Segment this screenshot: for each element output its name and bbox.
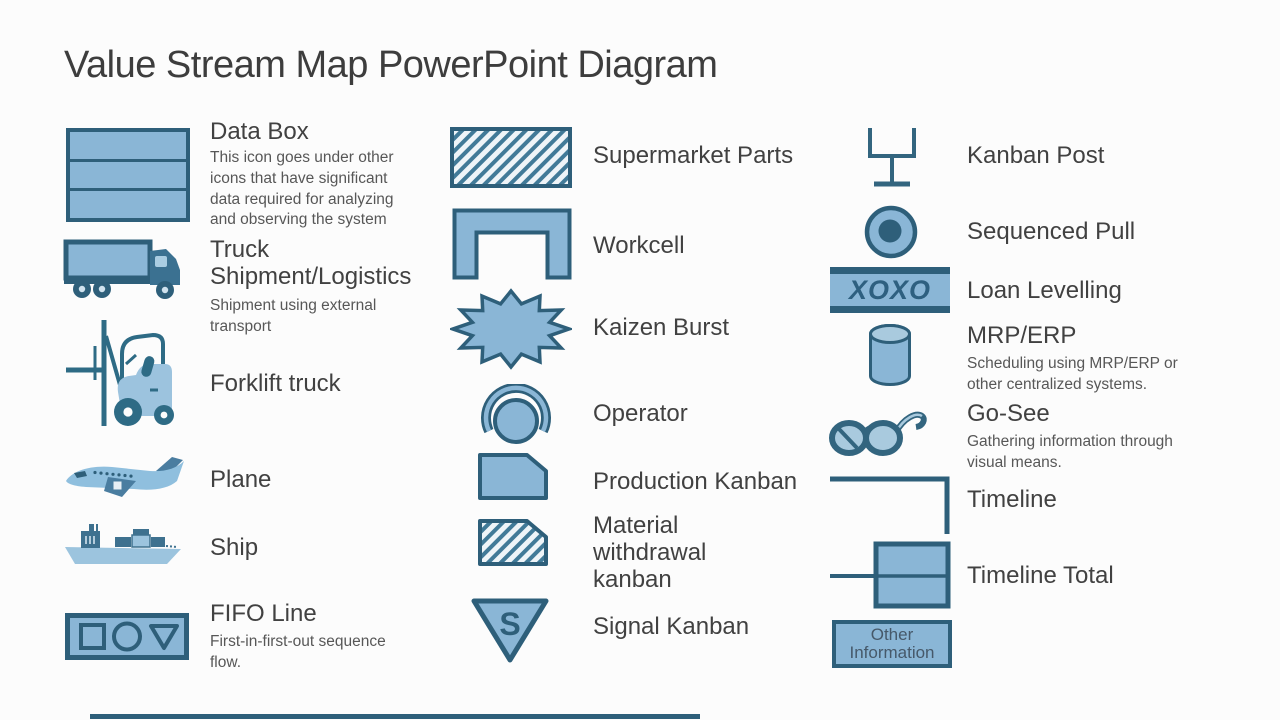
legend-label-loan-levelling: Loan Levelling (967, 277, 1122, 304)
loan-levelling-glyph: XOXO (848, 274, 932, 305)
ship-icon (63, 522, 183, 566)
sequenced-pull-icon (864, 205, 918, 259)
legend-desc-fifo: First-in-first-out sequence flow. (210, 633, 386, 671)
page-title: Value Stream Map PowerPoint Diagram (64, 44, 718, 86)
plane-icon (64, 455, 186, 501)
legend-desc-mrp-erp: Scheduling using MRP/ERP or other centra… (967, 355, 1178, 393)
legend-desc-truck: Shipment using external transport (210, 297, 377, 335)
forklift-icon (66, 318, 188, 430)
legend-label-operator: Operator (593, 400, 688, 427)
legend-label-kaizen: Kaizen Burst (593, 314, 730, 341)
legend-label-material-kanban: Material withdrawal kanban (593, 512, 707, 594)
legend-label-data-box: Data Box (210, 118, 309, 145)
supermarket-parts-icon (450, 127, 572, 188)
loan-levelling-icon: XOXO (830, 267, 950, 313)
legend-label-fifo: FIFO Line (210, 600, 317, 627)
fifo-line-icon (65, 613, 189, 660)
data-box-icon (66, 128, 190, 222)
legend-label-timeline-total: Timeline Total (967, 562, 1114, 589)
legend-label-go-see: Go-See (967, 400, 1050, 427)
legend-label-signal-kanban: Signal Kanban (593, 613, 750, 640)
legend-label-supermarket: Supermarket Parts (593, 142, 794, 169)
kaizen-burst-icon (450, 288, 572, 370)
mrp-erp-cylinder-icon (867, 323, 913, 387)
legend-label-timeline: Timeline (967, 486, 1057, 513)
legend-label-workcell: Workcell (593, 232, 685, 259)
workcell-icon (452, 208, 572, 280)
legend-desc-go-see: Gathering information through visual mea… (967, 433, 1173, 471)
operator-icon (480, 384, 552, 446)
legend-label-truck: Truck Shipment/Logistics (210, 236, 412, 291)
timeline-total-icon (830, 541, 952, 609)
footer-accent-bar (90, 714, 700, 719)
legend-label-forklift: Forklift truck (210, 370, 341, 397)
material-withdrawal-kanban-icon (478, 519, 548, 566)
go-see-glasses-icon (828, 404, 950, 460)
legend-label-plane: Plane (210, 466, 272, 493)
timeline-icon (830, 476, 952, 536)
signal-kanban-glyph: S (499, 606, 520, 642)
truck-icon (62, 238, 188, 300)
production-kanban-icon (478, 453, 548, 500)
legend-label-sequenced-pull: Sequenced Pull (967, 218, 1136, 245)
other-information-box: Other Information (832, 620, 952, 668)
signal-kanban-icon: S (470, 597, 550, 665)
other-information-text: Other Information (832, 620, 952, 668)
kanban-post-icon (856, 126, 928, 194)
legend-label-mrp-erp: MRP/ERP (967, 322, 1077, 349)
legend-desc-data-box: This icon goes under other icons that ha… (210, 149, 394, 229)
legend-label-ship: Ship (210, 534, 259, 561)
legend-label-production-kanban: Production Kanban (593, 468, 798, 495)
legend-label-kanban-post: Kanban Post (967, 142, 1105, 169)
